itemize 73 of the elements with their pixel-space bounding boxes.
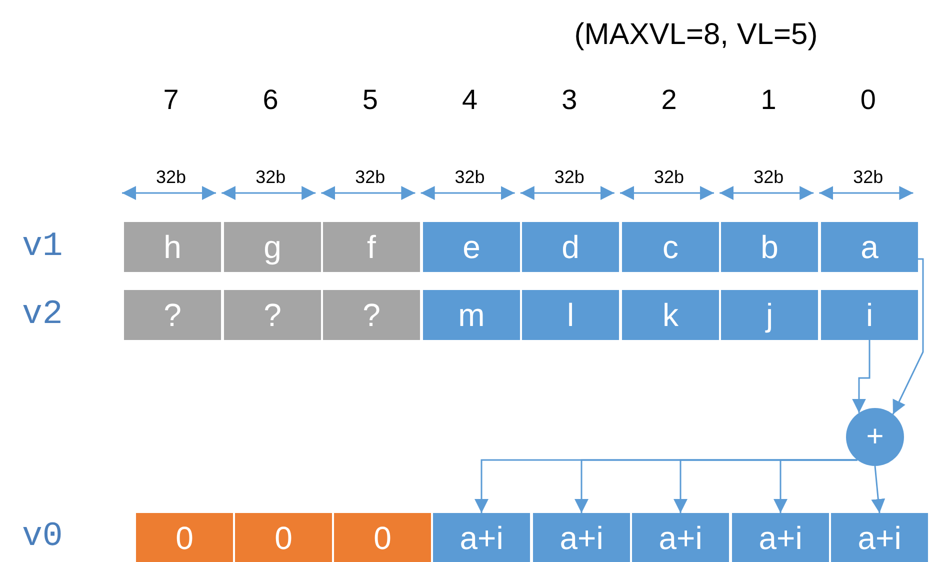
element-index: 0 <box>860 86 876 114</box>
element-value: g <box>264 231 282 263</box>
arrow <box>871 466 886 514</box>
register-element-box <box>622 222 719 272</box>
bit-width-label: 32b <box>754 168 784 186</box>
bit-width-label: 32b <box>554 168 584 186</box>
element-value: ? <box>264 299 282 331</box>
bit-width-label: 32b <box>156 168 186 186</box>
bit-width-label: 32b <box>454 168 485 186</box>
register-element-box <box>323 222 420 272</box>
register-element-box <box>124 222 221 272</box>
register-element-box <box>622 290 719 340</box>
bit-width-label: 32b <box>355 168 386 186</box>
element-value: ? <box>164 299 182 331</box>
register-element-box <box>721 290 818 340</box>
arrow <box>852 340 870 413</box>
element-value: a+i <box>758 522 802 554</box>
register-element-box <box>533 513 630 562</box>
element-value: j <box>766 299 774 331</box>
element-value: a+i <box>658 522 702 554</box>
element-index: 1 <box>760 86 776 114</box>
element-value: a+i <box>560 522 604 554</box>
element-value: 0 <box>274 522 292 554</box>
title: (MAXVL=8, VL=5) <box>574 20 818 50</box>
register-element-box <box>224 222 321 272</box>
bit-width-label: 32b <box>654 168 684 186</box>
arrow <box>892 258 924 415</box>
register-element-box <box>136 513 233 562</box>
element-index: 5 <box>362 86 378 114</box>
register-element-box <box>433 513 530 562</box>
element-value: 0 <box>176 522 194 554</box>
element-value: ? <box>362 299 380 331</box>
operator-symbol: + <box>866 422 884 452</box>
element-value: f <box>367 231 376 263</box>
element-value: a+i <box>858 522 902 554</box>
element-value: l <box>566 299 574 331</box>
register-element-box <box>423 222 520 272</box>
element-index: 2 <box>661 86 677 114</box>
element-value: d <box>562 231 580 263</box>
element-index: 3 <box>562 86 578 114</box>
register-element-box <box>224 290 321 340</box>
element-value: i <box>866 299 874 331</box>
element-value: a+i <box>460 522 504 554</box>
bit-width-label: 32b <box>256 168 286 186</box>
element-value: k <box>662 299 678 331</box>
element-value: a <box>860 231 878 263</box>
register-element-box <box>821 290 918 340</box>
element-value: 0 <box>374 522 392 554</box>
element-index: 4 <box>462 86 478 114</box>
register-element-box <box>522 290 619 340</box>
register-element-box <box>821 222 918 272</box>
register-element-box <box>632 513 729 562</box>
element-value: h <box>164 231 182 263</box>
element-index: 6 <box>262 86 278 114</box>
register-name: v2 <box>22 298 63 332</box>
element-value: e <box>462 231 480 263</box>
element-index: 7 <box>163 86 179 114</box>
element-value: b <box>760 231 778 263</box>
register-element-box <box>323 290 420 340</box>
register-name: v1 <box>22 230 63 264</box>
element-value: m <box>458 299 485 331</box>
register-element-box <box>423 290 520 340</box>
bit-width-label: 32b <box>853 168 884 186</box>
register-element-box <box>522 222 619 272</box>
register-element-box <box>831 513 928 562</box>
register-name: v0 <box>22 520 63 554</box>
register-element-box <box>732 513 829 562</box>
register-element-box <box>721 222 818 272</box>
register-element-box <box>124 290 221 340</box>
arrow <box>774 459 858 513</box>
element-value: c <box>662 231 678 263</box>
register-element-box <box>235 513 332 562</box>
register-element-box <box>334 513 431 562</box>
